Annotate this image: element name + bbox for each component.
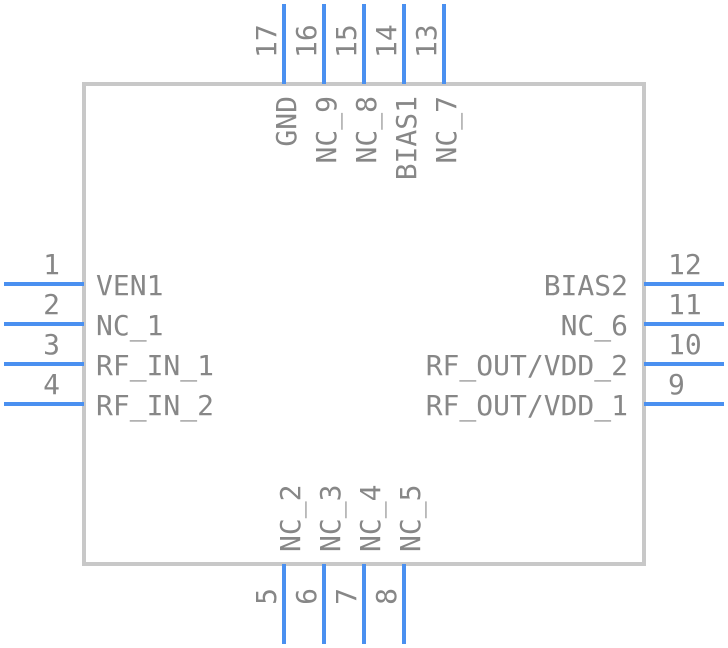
top-pins: 17 16 15 14 13 GND NC_9 NC_8 BIAS1 NC_7	[250, 4, 464, 180]
pin-number-8: 8	[370, 588, 403, 605]
pin-name-7: NC_4	[354, 485, 388, 552]
pin-name-5: NC_2	[274, 485, 308, 552]
pin-number-2: 2	[43, 288, 60, 321]
pin-name-12: BIAS2	[544, 269, 628, 302]
component-body	[82, 82, 646, 566]
pin-number-14: 14	[370, 24, 403, 58]
pin-name-2: NC_1	[96, 309, 163, 343]
pin-number-9: 9	[668, 368, 685, 401]
pin-number-1: 1	[43, 248, 60, 281]
pin-number-15: 15	[330, 24, 363, 58]
pin-name-6: NC_3	[314, 485, 348, 552]
pin-number-7: 7	[330, 588, 363, 605]
pin-number-10: 10	[668, 328, 702, 361]
bottom-pins: 5 6 7 8 NC_2 NC_3 NC_4 NC_5	[250, 485, 428, 644]
pin-name-1: VEN1	[96, 269, 163, 302]
pin-name-11: NC_6	[561, 309, 628, 343]
pin-number-12: 12	[668, 248, 702, 281]
pin-name-15: NC_8	[350, 96, 384, 163]
right-pins: 12 11 10 9 BIAS2 NC_6 RF_OUT/VDD_2 RF_OU…	[426, 248, 724, 423]
pin-name-3: RF_IN_1	[96, 349, 214, 383]
pin-name-14: BIAS1	[390, 96, 423, 180]
pin-name-9: RF_OUT/VDD_1	[426, 389, 628, 423]
pin-number-13: 13	[410, 24, 443, 58]
pin-number-11: 11	[668, 288, 702, 321]
left-pins: 1 2 3 4 VEN1 NC_1 RF_IN_1 RF_IN_2	[4, 248, 214, 423]
pin-number-17: 17	[250, 24, 283, 58]
pin-number-4: 4	[43, 368, 60, 401]
pin-name-4: RF_IN_2	[96, 389, 214, 423]
pin-name-16: NC_9	[310, 96, 344, 163]
pin-number-16: 16	[290, 24, 323, 58]
pin-name-10: RF_OUT/VDD_2	[426, 349, 628, 383]
pin-number-5: 5	[250, 588, 283, 605]
pin-name-17: GND	[270, 96, 303, 147]
pin-number-6: 6	[290, 588, 323, 605]
pin-name-8: NC_5	[394, 485, 428, 552]
pin-name-13: NC_7	[430, 96, 464, 163]
pin-number-3: 3	[43, 328, 60, 361]
